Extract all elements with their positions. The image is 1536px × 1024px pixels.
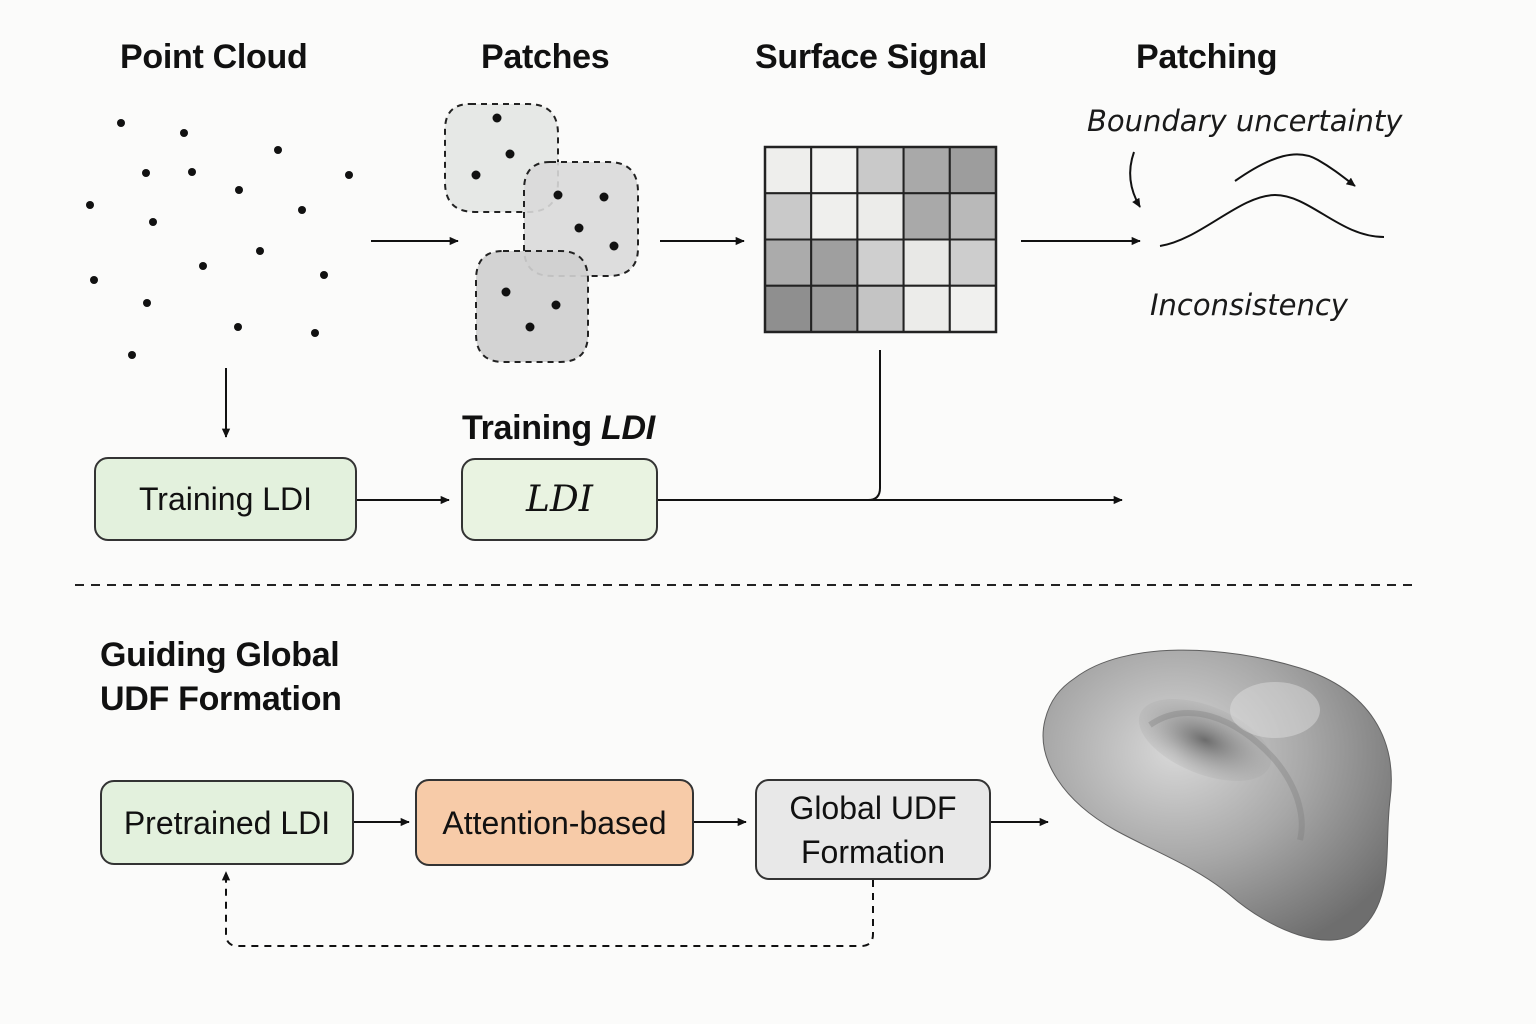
global-udf-line2: Formation xyxy=(800,833,946,870)
grid-cell xyxy=(902,146,951,195)
grid-cell xyxy=(948,192,997,241)
grid-cell xyxy=(856,238,905,287)
grid-cell xyxy=(902,192,951,241)
surface-signal-grid xyxy=(764,146,997,333)
heading-training-ldi: Training LDI xyxy=(462,409,655,448)
grid-cell xyxy=(856,192,905,241)
grid-cell xyxy=(856,284,905,333)
global-udf-box: Global UDF Formation xyxy=(755,779,991,880)
grid-cell xyxy=(902,284,951,333)
ldi-box-label: LDI xyxy=(526,478,593,520)
grid-cell xyxy=(810,238,859,287)
pretrained-ldi-box: Pretrained LDI xyxy=(100,780,354,865)
heading-guiding: Guiding Global UDF Formation xyxy=(100,633,342,721)
grid-cell xyxy=(948,146,997,195)
training-ldi-italic: LDI xyxy=(600,409,655,447)
grid-cell xyxy=(856,146,905,195)
heading-surface-signal: Surface Signal xyxy=(755,38,987,76)
patches xyxy=(444,103,639,363)
lower-curve xyxy=(1159,193,1385,247)
heading-guiding-line2: UDF Formation xyxy=(100,680,342,718)
boundary-uncertainty-label: Boundary uncertainty xyxy=(1087,104,1403,138)
grid-cell xyxy=(902,238,951,287)
patch-3 xyxy=(475,250,589,363)
grid-cell xyxy=(764,192,813,241)
udf-shape xyxy=(1042,649,1392,941)
training-ldi-box-label: Training LDI xyxy=(138,481,313,517)
heading-guiding-line1: Guiding Global xyxy=(100,636,340,674)
top-arrows xyxy=(221,236,1141,505)
grid-cell xyxy=(810,192,859,241)
feedback-arrow xyxy=(221,871,874,947)
heading-point-cloud: Point Cloud xyxy=(120,38,308,76)
attention-box: Attention-based xyxy=(415,779,694,866)
heading-patches: Patches xyxy=(481,38,610,76)
grid-cell xyxy=(948,284,997,333)
bottom-arrows xyxy=(221,817,1049,947)
global-udf-line1: Global UDF xyxy=(789,789,957,826)
point-cloud xyxy=(86,119,353,359)
patch-2 xyxy=(523,161,639,277)
grid-cell xyxy=(764,238,813,287)
grid-cell xyxy=(764,284,813,333)
upper-curve xyxy=(1234,153,1356,187)
attention-label: Attention-based xyxy=(442,804,667,841)
boundary-arrow xyxy=(1129,151,1141,208)
patching-curves xyxy=(1129,151,1385,247)
training-prefix: Training xyxy=(462,409,601,447)
pretrained-ldi-label: Pretrained LDI xyxy=(123,804,331,841)
grid-cell xyxy=(764,146,813,195)
ldi-box: LDI xyxy=(461,458,658,541)
training-ldi-box: Training LDI xyxy=(94,457,357,541)
inconsistency-label: Inconsistency xyxy=(1150,288,1348,322)
heading-patching: Patching xyxy=(1136,38,1278,76)
grid-cell xyxy=(948,238,997,287)
grid-cell xyxy=(810,146,859,195)
grid-cell xyxy=(810,284,859,333)
